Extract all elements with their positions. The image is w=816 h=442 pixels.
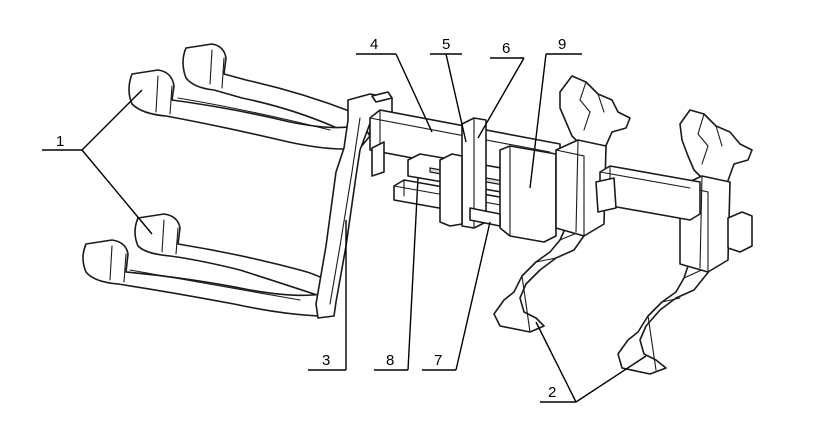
label-6: 6 (502, 40, 510, 57)
claw-right (617, 109, 753, 375)
frame-bracket (315, 91, 393, 319)
leader-lines (42, 53, 647, 403)
label-2: 2 (548, 384, 556, 401)
label-8: 8 (386, 352, 394, 369)
label-5: 5 (442, 36, 450, 53)
claw-left (493, 75, 631, 333)
label-3: 3 (322, 352, 330, 369)
label-1: 1 (56, 133, 64, 150)
clamp-block (439, 117, 487, 229)
label-9: 9 (558, 36, 566, 53)
label-4: 4 (370, 36, 378, 53)
slide-housing (469, 145, 557, 243)
label-7: 7 (434, 352, 442, 369)
claw-shaft (595, 165, 753, 253)
